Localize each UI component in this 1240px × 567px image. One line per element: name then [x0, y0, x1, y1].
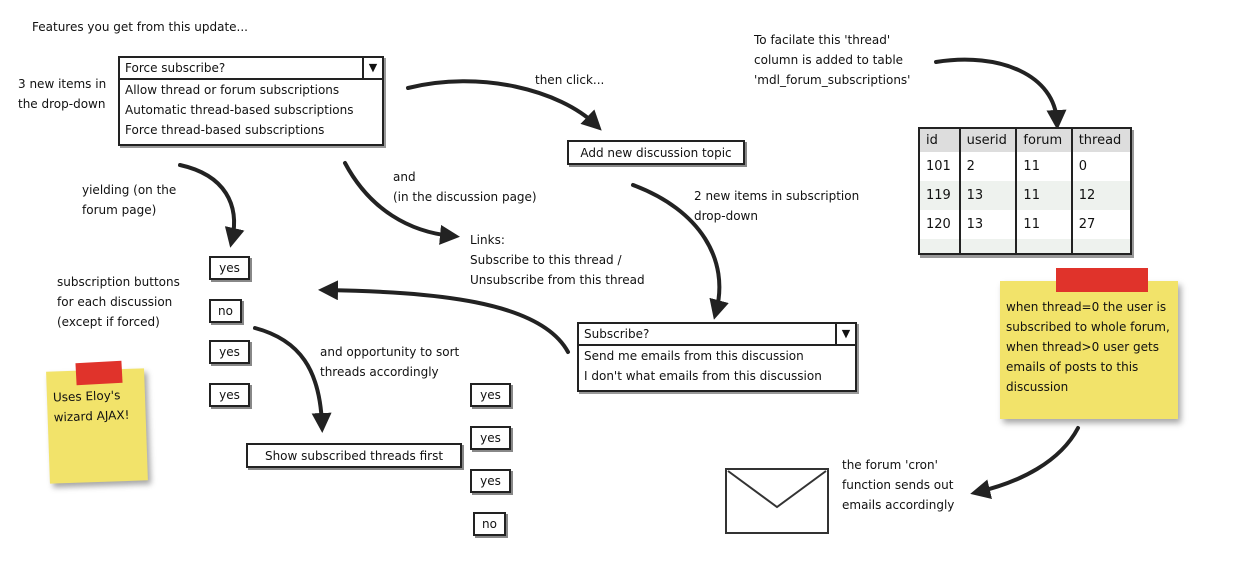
subscribe-option-dont[interactable]: I don't what emails from this discussion: [584, 369, 822, 383]
label-links: Links: Subscribe to this thread / Unsubs…: [470, 233, 645, 287]
table-cell: 13: [958, 210, 1017, 239]
tape-strip: [1056, 268, 1148, 292]
arrow-to-show-subscribed: [253, 326, 332, 433]
sticky-note-eloy: Uses Eloy's wizard AJAX!: [46, 368, 148, 484]
force-subscribe-selected: Force subscribe?: [125, 61, 226, 75]
subscribe-selected: Subscribe?: [584, 327, 650, 341]
table-row: 119 13 11 12: [919, 181, 1131, 210]
label-thread-column: To facilate this 'thread' column is adde…: [754, 33, 911, 87]
note-eloy-text: Uses Eloy's wizard AJAX!: [52, 388, 130, 425]
table-cell: 119: [919, 181, 960, 210]
table-cell: 0: [1070, 152, 1131, 181]
force-option-automatic[interactable]: Automatic thread-based subscriptions: [125, 103, 354, 117]
table-header: thread: [1070, 128, 1131, 152]
table-cell: 2: [958, 152, 1017, 181]
force-subscribe-dropdown[interactable]: Force subscribe? ▼ Allow thread or forum…: [118, 56, 384, 146]
envelope-icon: [725, 468, 829, 534]
arrow-to-add-topic: [406, 79, 602, 131]
label-subscription-buttons: subscription buttons for each discussion…: [57, 275, 180, 329]
tape-strip: [75, 360, 123, 386]
subscriptions-table: id userid forum thread 101 2 11 0 119 13…: [918, 127, 1132, 255]
arrow-to-yes-buttons: [178, 163, 245, 248]
sorted-yes-button[interactable]: yes: [470, 426, 511, 450]
table-row-empty: [919, 239, 1131, 254]
arrow-to-envelope: [970, 426, 1080, 499]
subscribe-yes-button[interactable]: yes: [209, 340, 250, 364]
table-cell: 12: [1070, 181, 1131, 210]
subscribe-dropdown[interactable]: Subscribe? ▼ Send me emails from this di…: [577, 322, 857, 392]
table-header: userid: [958, 128, 1017, 152]
label-sort-opportunity: and opportunity to sort threads accordin…: [320, 345, 460, 379]
page-title: Features you get from this update...: [32, 20, 248, 34]
label-then-click: then click...: [535, 73, 605, 87]
sticky-note-thread: when thread=0 the user is subscribed to …: [1000, 281, 1178, 419]
sorted-yes-button[interactable]: yes: [470, 469, 511, 493]
label-yielding: yielding (on the forum page): [82, 183, 177, 217]
force-option-force[interactable]: Force thread-based subscriptions: [125, 123, 325, 137]
subscribe-no-button[interactable]: no: [209, 299, 242, 323]
label-and-discussion: and (in the discussion page): [393, 170, 537, 204]
label-two-new-items: 2 new items in subscription drop-down: [694, 189, 860, 223]
arrow-to-left-buttons: [318, 280, 570, 354]
table-row: 120 13 11 27: [919, 210, 1131, 239]
subscribe-option-send[interactable]: Send me emails from this discussion: [584, 349, 804, 363]
chevron-down-icon[interactable]: ▼: [362, 58, 382, 78]
table-header: id: [919, 128, 960, 152]
chevron-down-icon[interactable]: ▼: [835, 324, 855, 344]
arrow-to-table: [934, 57, 1067, 130]
force-option-allow[interactable]: Allow thread or forum subscriptions: [125, 83, 340, 97]
table-header: forum: [1015, 128, 1072, 152]
table-cell: 11: [1015, 210, 1072, 239]
table-cell: 11: [1015, 152, 1072, 181]
table-cell: 27: [1070, 210, 1131, 239]
arrow-to-subscribe-dropdown: [631, 183, 729, 320]
sorted-no-button[interactable]: no: [473, 512, 506, 536]
sorted-yes-button[interactable]: yes: [470, 383, 511, 407]
table-cell: 101: [926, 159, 951, 174]
subscribe-yes-button[interactable]: yes: [209, 383, 250, 407]
arrow-to-links: [343, 161, 460, 245]
label-cron: the forum 'cron' function sends out emai…: [842, 458, 955, 512]
add-discussion-topic-button[interactable]: Add new discussion topic: [567, 140, 745, 165]
table-cell: 120: [926, 217, 951, 232]
show-subscribed-first-button[interactable]: Show subscribed threads first: [246, 443, 462, 468]
note-thread-text: when thread=0 the user is subscribed to …: [1006, 300, 1170, 394]
table-cell: 13: [958, 181, 1017, 210]
label-new-items-dropdown: 3 new items in the drop-down: [18, 77, 107, 111]
subscribe-yes-button[interactable]: yes: [209, 256, 250, 280]
table-cell: 11: [1015, 181, 1072, 210]
table-row: 101 2 11 0: [919, 152, 1131, 181]
